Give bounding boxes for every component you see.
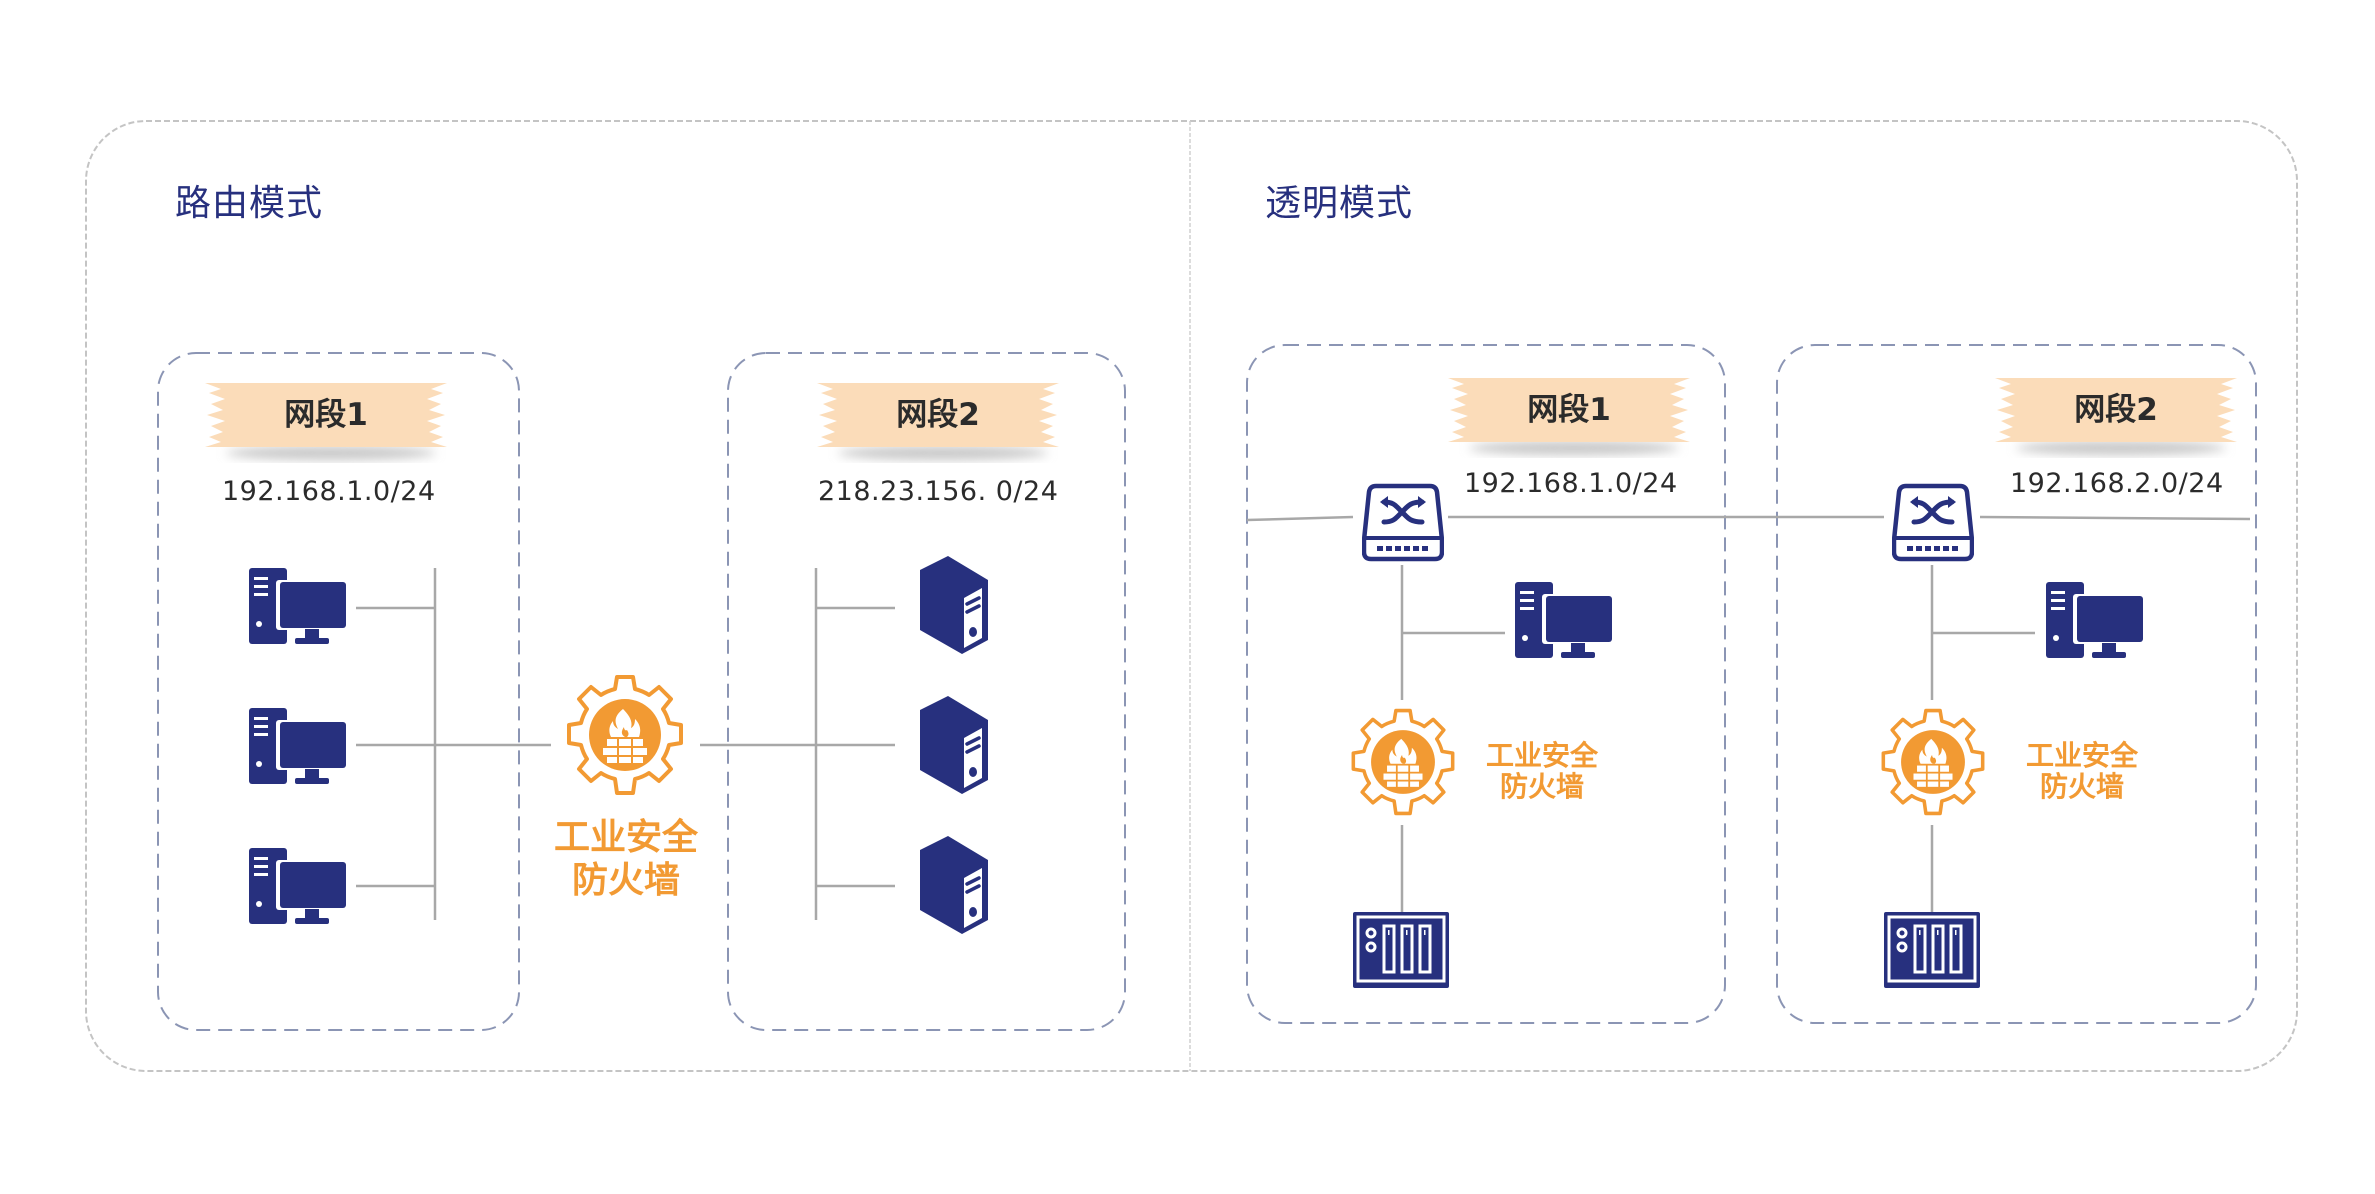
plc-icon	[1353, 912, 1449, 988]
firewall-label: 工业安全 防火墙	[540, 816, 712, 902]
firewall-gear-icon	[1878, 707, 1988, 817]
segment-box-routing-2	[727, 352, 1126, 1031]
firewall-label-line1: 工业安全	[1485, 739, 1598, 772]
firewall-label: 工业安全 防火墙	[1478, 740, 1606, 803]
segment-box-transparent-2	[1776, 344, 2257, 1024]
pc-icon	[1515, 582, 1613, 658]
segment-label: 网段2	[896, 397, 980, 433]
connection-line	[1246, 515, 1354, 522]
segment-label: 网段1	[1527, 392, 1611, 428]
subnet-ip: 192.168.2.0/24	[2010, 468, 2224, 499]
firewall-label: 工业安全 防火墙	[2018, 740, 2146, 803]
server-tower-icon	[920, 696, 992, 794]
subnet-ip: 192.168.1.0/24	[222, 476, 436, 507]
pc-icon	[249, 568, 347, 644]
firewall-gear-icon	[563, 673, 687, 797]
switch-icon	[1362, 482, 1444, 562]
plc-icon	[1884, 912, 1980, 988]
segment-box-transparent-1	[1246, 344, 1726, 1024]
connection-line	[1979, 515, 2251, 521]
subnet-ip: 192.168.1.0/24	[1464, 468, 1678, 499]
server-tower-icon	[920, 556, 992, 654]
pc-icon	[2046, 582, 2144, 658]
firewall-label-line2: 防火墙	[1499, 770, 1584, 804]
subnet-ip: 218.23.156. 0/24	[818, 476, 1059, 507]
firewall-label-line1: 工业安全	[553, 817, 698, 858]
switch-icon	[1892, 482, 1974, 562]
segment-box-routing-1	[157, 352, 520, 1031]
firewall-label-line2: 防火墙	[2039, 770, 2124, 804]
pc-icon	[249, 848, 347, 924]
transparent-mode-title: 透明模式	[1265, 183, 1414, 224]
pc-icon	[249, 708, 347, 784]
segment-label-banner: 网段2	[817, 383, 1059, 449]
firewall-gear-icon	[1348, 707, 1458, 817]
segment-label-banner: 网段2	[1995, 378, 2237, 444]
segment-label-banner: 网段1	[1448, 378, 1690, 444]
firewall-label-line2: 防火墙	[571, 860, 680, 902]
segment-label: 网段2	[2074, 392, 2158, 428]
server-tower-icon	[920, 836, 992, 934]
segment-label: 网段1	[284, 397, 368, 433]
routing-mode-title: 路由模式	[175, 183, 324, 224]
segment-label-banner: 网段1	[205, 383, 447, 449]
firewall-label-line1: 工业安全	[2025, 739, 2138, 772]
outer-frame	[85, 120, 2298, 1072]
